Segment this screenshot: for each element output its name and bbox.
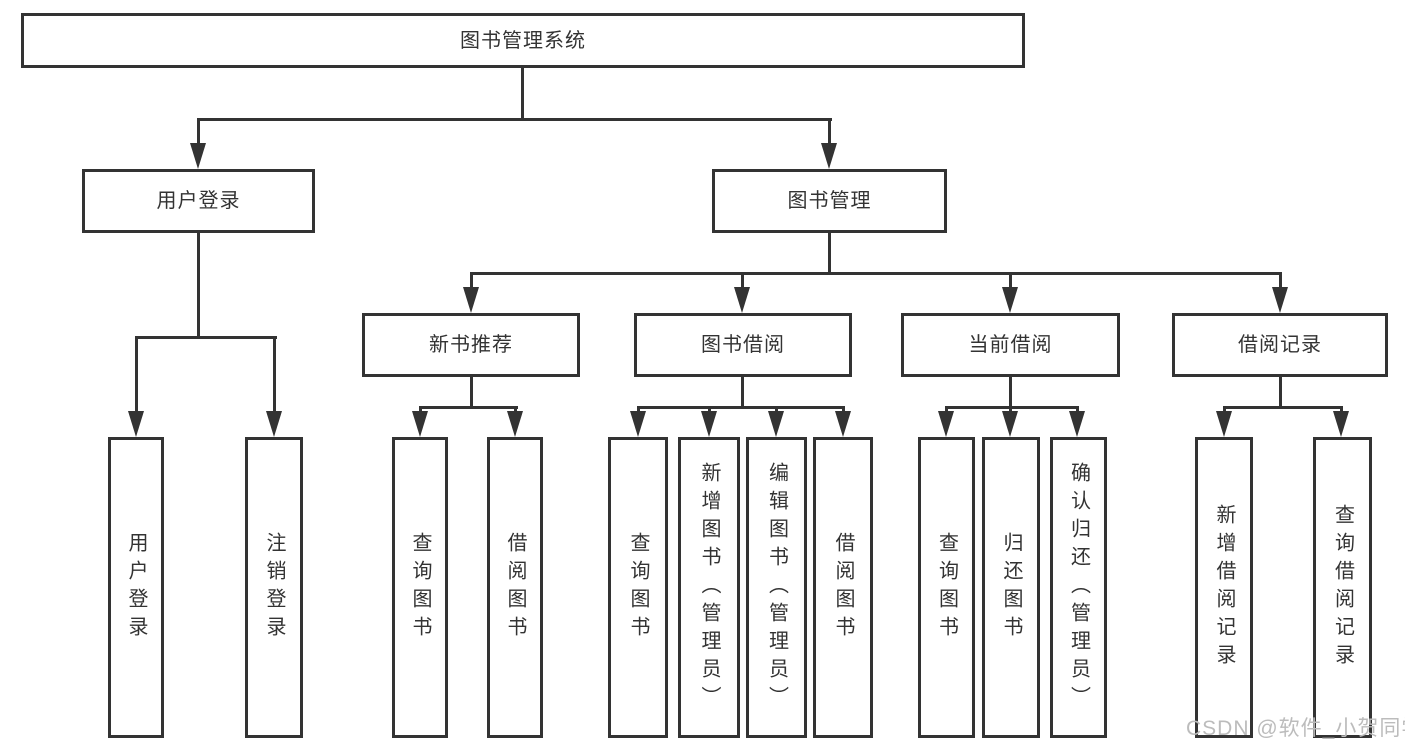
- edge-line: [828, 233, 831, 272]
- arrowhead: [1272, 287, 1288, 313]
- arrowhead: [1002, 411, 1018, 437]
- edge-line: [741, 377, 744, 406]
- edge-line: [470, 272, 473, 289]
- edge-line: [945, 406, 1079, 409]
- edge-line: [1076, 406, 1079, 414]
- edge-line: [637, 406, 640, 414]
- arrowhead: [507, 411, 523, 437]
- node-current-borrowing: 当前借阅: [901, 313, 1120, 377]
- edge-line: [708, 406, 711, 414]
- arrowhead: [938, 411, 954, 437]
- node-borrowing-records: 借阅记录: [1172, 313, 1388, 377]
- arrowhead: [128, 411, 144, 437]
- edge-line: [419, 406, 422, 414]
- edge-line: [273, 336, 276, 413]
- edge-line: [1009, 272, 1012, 289]
- node-leaf-user-login: 用户登录: [108, 437, 164, 738]
- arrowhead: [768, 411, 784, 437]
- node-leaf-query-books-recommend: 查询图书: [392, 437, 448, 738]
- node-leaf-edit-books-admin: 编辑图书（管理员）: [746, 437, 807, 738]
- node-new-book-recommend: 新书推荐: [362, 313, 580, 377]
- arrowhead: [1002, 287, 1018, 313]
- node-leaf-return-books: 归还图书: [982, 437, 1040, 738]
- arrowhead: [701, 411, 717, 437]
- edge-line: [470, 377, 473, 406]
- edge-line: [1223, 406, 1226, 414]
- arrowhead: [266, 411, 282, 437]
- edge-line: [197, 118, 200, 146]
- node-leaf-borrow-books-recommend: 借阅图书: [487, 437, 543, 738]
- csdn-watermark: CSDN @软件_小贺同学: [1186, 717, 1405, 740]
- edge-line: [637, 406, 844, 409]
- node-leaf-query-books-current: 查询图书: [918, 437, 975, 738]
- arrowhead: [734, 287, 750, 313]
- arrowhead: [835, 411, 851, 437]
- node-leaf-add-books-admin: 新增图书（管理员）: [678, 437, 740, 738]
- edge-line: [514, 406, 517, 414]
- arrowhead: [412, 411, 428, 437]
- arrowhead: [1333, 411, 1349, 437]
- edge-line: [1340, 406, 1343, 414]
- node-book-borrowing: 图书借阅: [634, 313, 852, 377]
- edge-line: [419, 406, 518, 409]
- edge-line: [197, 233, 200, 336]
- edge-line: [135, 336, 277, 339]
- node-root-library-system: 图书管理系统: [21, 13, 1025, 68]
- edge-line: [1279, 272, 1282, 289]
- node-leaf-add-borrow-record: 新增借阅记录: [1195, 437, 1253, 738]
- node-leaf-borrow-books: 借阅图书: [813, 437, 873, 738]
- edge-line: [842, 406, 845, 414]
- node-leaf-query-borrow-record: 查询借阅记录: [1313, 437, 1372, 738]
- node-book-management-branch: 图书管理: [712, 169, 947, 233]
- edge-line: [741, 272, 744, 289]
- edge-line: [1279, 377, 1282, 406]
- edge-line: [1223, 406, 1343, 409]
- edge-line: [945, 406, 948, 414]
- edge-line: [1009, 377, 1012, 406]
- arrowhead: [1216, 411, 1232, 437]
- edge-line: [135, 336, 138, 413]
- arrowhead: [821, 143, 837, 169]
- edge-line: [1009, 406, 1012, 414]
- arrowhead: [1069, 411, 1085, 437]
- edge-line: [521, 68, 524, 118]
- arrowhead: [190, 143, 206, 169]
- edge-line: [197, 118, 832, 121]
- node-user-login-branch: 用户登录: [82, 169, 315, 233]
- edge-line: [775, 406, 778, 414]
- node-leaf-query-books-borrowing: 查询图书: [608, 437, 668, 738]
- arrowhead: [630, 411, 646, 437]
- edge-line: [470, 272, 1282, 275]
- node-leaf-logout: 注销登录: [245, 437, 303, 738]
- edge-line: [828, 118, 831, 146]
- node-leaf-confirm-return-admin: 确认归还（管理员）: [1050, 437, 1107, 738]
- arrowhead: [463, 287, 479, 313]
